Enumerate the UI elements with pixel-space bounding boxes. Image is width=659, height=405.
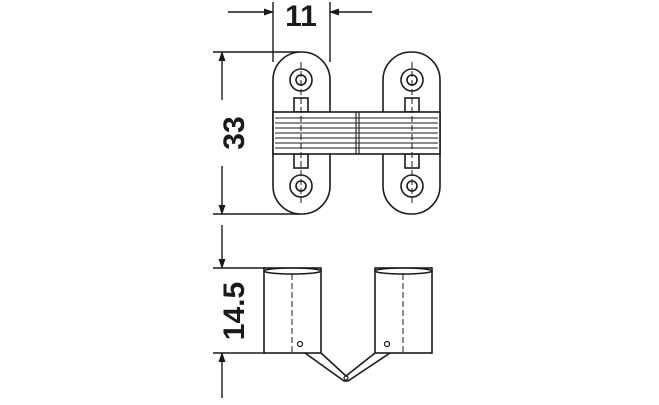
left-dimension-33 [213,51,300,215]
right-side-hole [383,340,391,348]
link-pivot-hole [343,375,349,381]
hinge-side-view [263,267,433,382]
centerlines-side [291,274,404,352]
depth-dimension-label: 14.5 [218,282,251,340]
centerlines-plan [300,62,413,204]
width-dimension-label: 11 [285,0,317,33]
left-cylinder-top [263,267,322,275]
side-link-arm [320,352,376,378]
height-dimension-label: 33 [218,116,251,149]
side-small-holes [296,340,391,381]
left-side-hole [296,340,304,348]
hinge-link-stripes [275,112,438,154]
left-dimension-14-5 [213,225,265,398]
side-link-arm-outer [304,352,391,382]
right-cylinder-top [374,267,433,275]
